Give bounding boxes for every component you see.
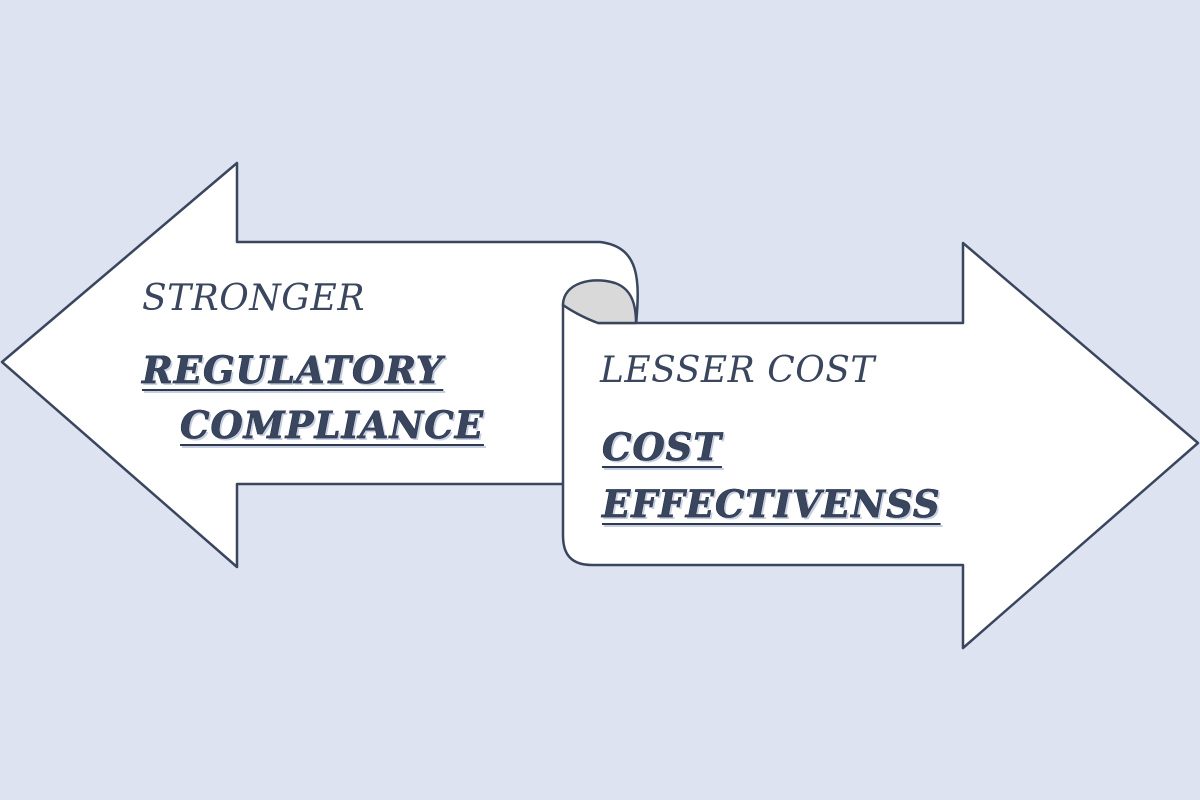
right-title-line1: COST [602,425,722,470]
left-title-line1: REGULATORY [142,348,444,393]
ribbon-curl-shade [561,279,638,325]
left-title-line2: COMPLIANCE [180,403,484,448]
right-title-line2: EFFECTIVENSS [602,482,941,527]
left-caption: STRONGER [142,278,365,319]
right-caption: LESSER COST [600,350,875,391]
